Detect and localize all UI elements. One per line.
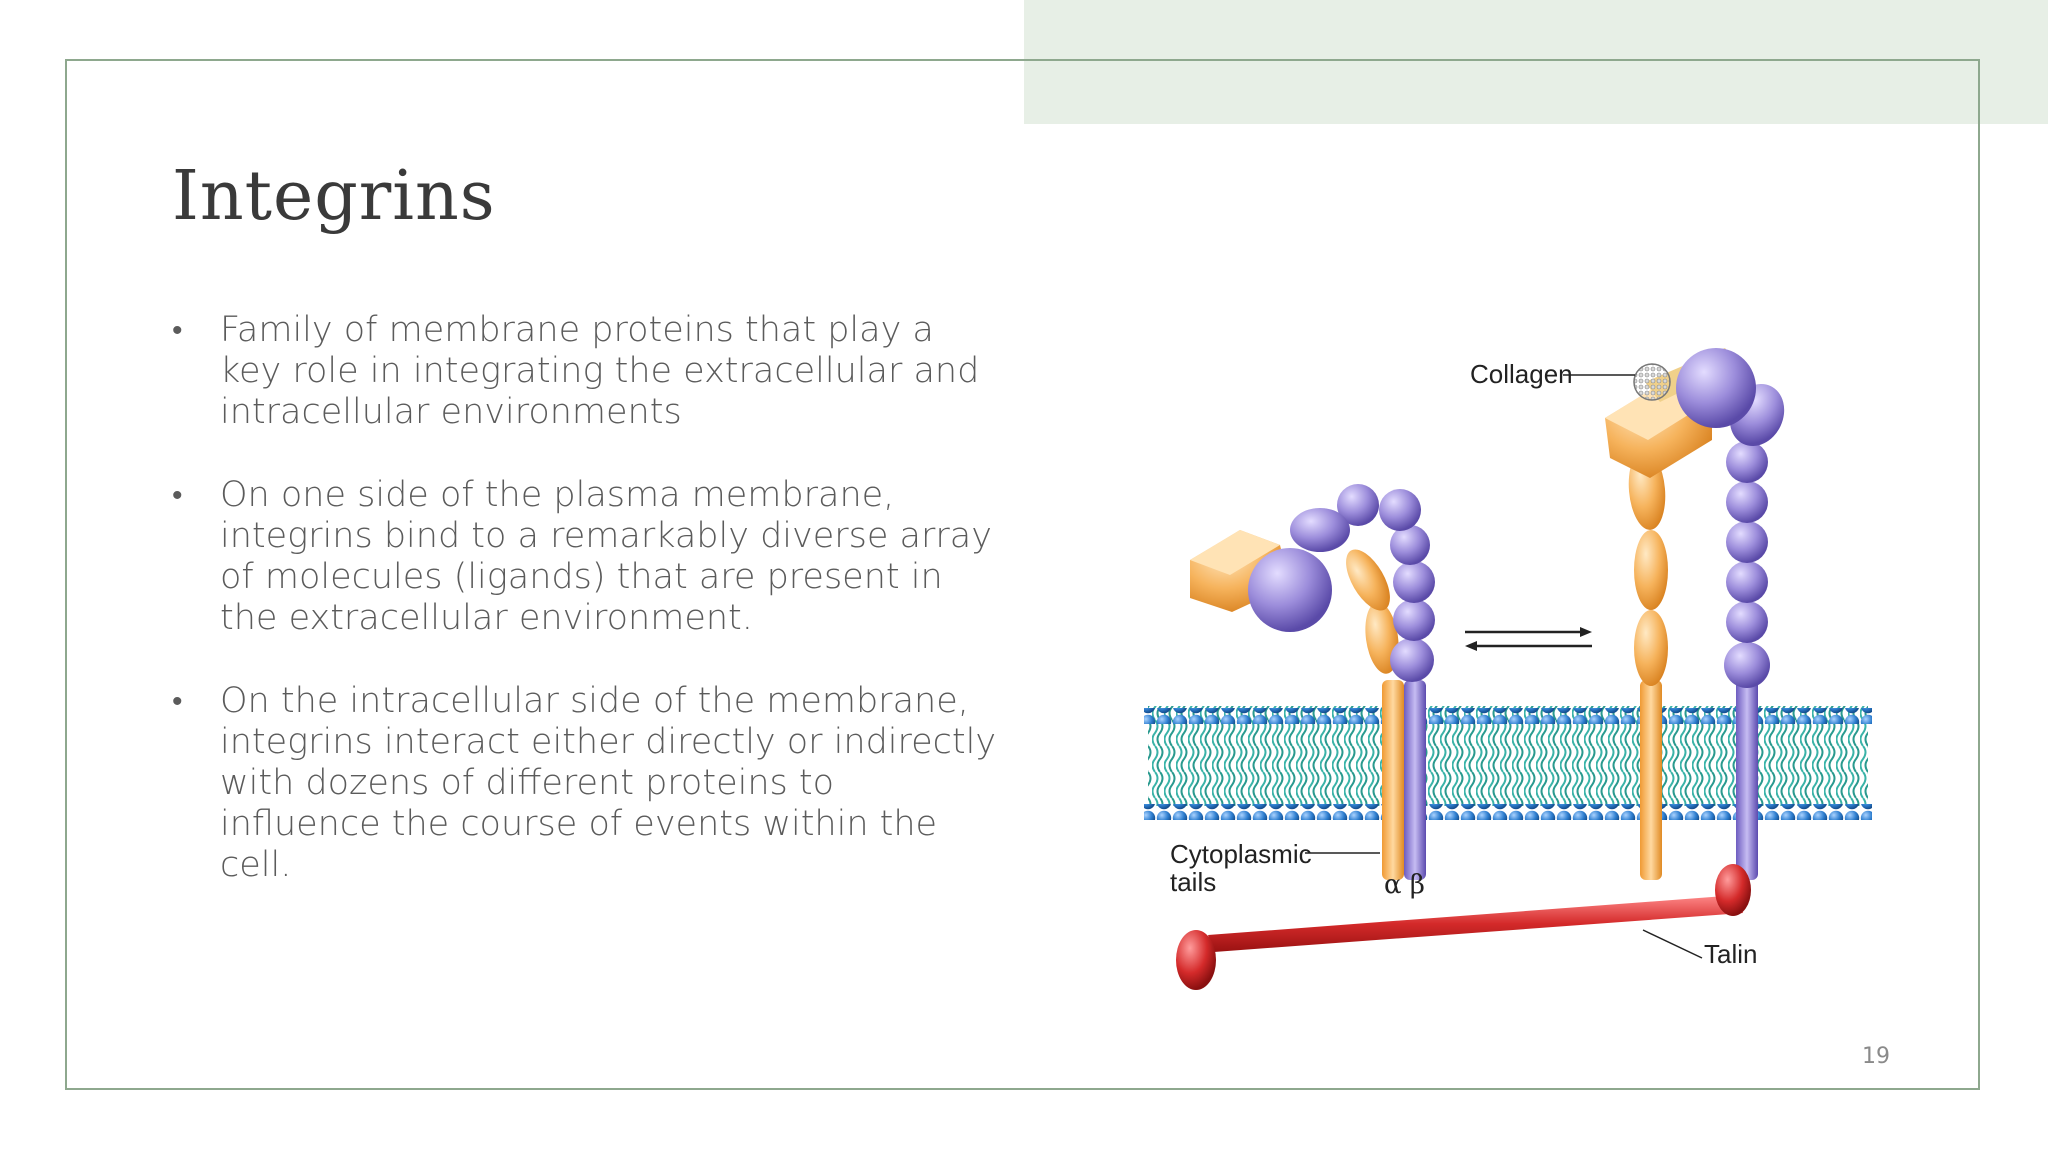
collagen-fibril xyxy=(1633,363,1671,401)
alpha-tail-right xyxy=(1640,680,1662,880)
accent-band xyxy=(1024,0,2048,124)
integrin-extended xyxy=(1605,348,1785,880)
bullet-marker: • xyxy=(172,684,183,719)
beta-tail-left xyxy=(1404,680,1426,880)
bullet-text: On the intracellular side of the membran… xyxy=(220,681,997,885)
alpha-tail-left xyxy=(1382,680,1404,880)
beta-tail-right xyxy=(1736,680,1758,880)
equilibrium-arrows xyxy=(1465,627,1592,651)
label-cytoplasmic-line1: Cytoplasmic xyxy=(1170,839,1312,869)
bullet-text: Family of membrane proteins that play a … xyxy=(220,310,980,432)
label-alpha-beta: α β xyxy=(1384,870,1425,900)
bullet-list: • Family of membrane proteins that play … xyxy=(172,310,1002,928)
talin xyxy=(1176,864,1751,990)
page-number: 19 xyxy=(1862,1044,1890,1069)
integrin-bent xyxy=(1190,484,1435,880)
slide-frame xyxy=(65,59,1980,1090)
bullet-text: On one side of the plasma membrane, inte… xyxy=(220,475,992,638)
bullet-item: • Family of membrane proteins that play … xyxy=(172,310,1002,433)
label-cytoplasmic-line2: tails xyxy=(1170,867,1216,897)
label-collagen: Collagen xyxy=(1470,359,1573,389)
bullet-item: • On one side of the plasma membrane, in… xyxy=(172,475,1002,639)
bullet-item: • On the intracellular side of the membr… xyxy=(172,681,1002,886)
bullet-marker: • xyxy=(172,313,183,348)
label-talin: Talin xyxy=(1704,939,1757,969)
integrin-diagram: Collagen Cytoplasmic tails α β Talin xyxy=(1144,348,1872,990)
slide-title: Integrins xyxy=(172,157,496,236)
plasma-membrane xyxy=(1144,706,1872,820)
bullet-marker: • xyxy=(172,478,183,513)
